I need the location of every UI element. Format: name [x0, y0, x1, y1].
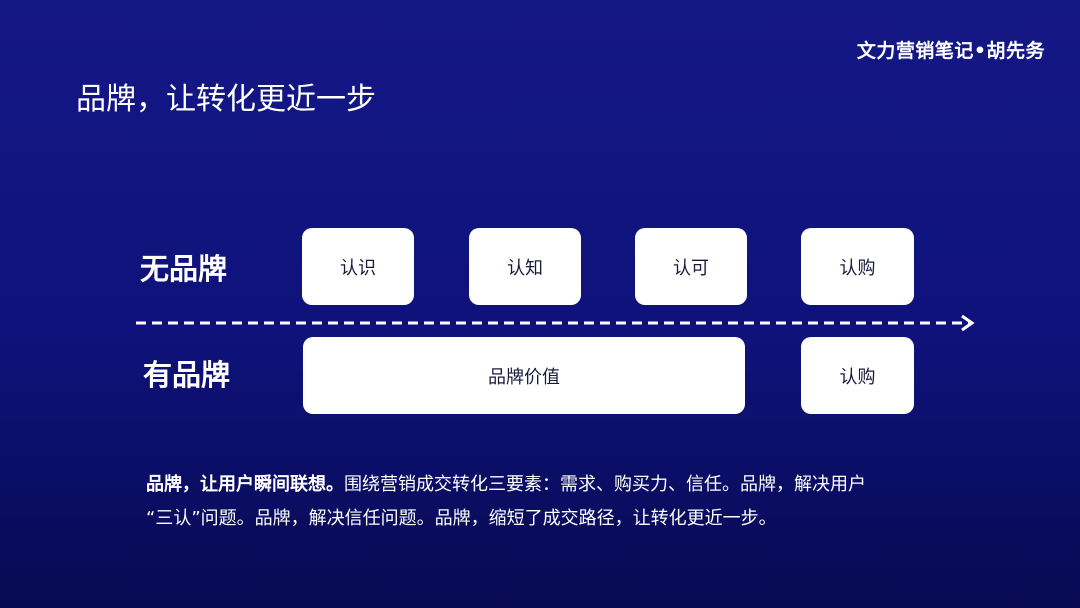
description-paragraph: 品牌，让用户瞬间联想。围绕营销成交转化三要素：需求、购买力、信任。品牌，解决用户… — [146, 468, 976, 536]
step-box-purchase-branded: 认购 — [801, 337, 914, 414]
step-box-cognize: 认知 — [469, 228, 581, 305]
row-label-without-brand: 无品牌 — [140, 252, 228, 286]
description-line2: “三认”问题。品牌，解决信任问题。品牌，缩短了成交路径，让转化更近一步。 — [146, 508, 777, 529]
brand-name: 文力营销笔记•胡先务 — [856, 40, 1045, 62]
row-label-with-brand: 有品牌 — [143, 358, 231, 392]
brand-value-box: 品牌价值 — [303, 337, 745, 414]
step-box-purchase: 认购 — [801, 228, 914, 305]
step-box-approve: 认可 — [635, 228, 747, 305]
description-line1: 围绕营销成交转化三要素：需求、购买力、信任。品牌，解决用户 — [344, 474, 866, 495]
page-title: 品牌，让转化更近一步 — [76, 82, 376, 117]
process-arrow — [136, 314, 975, 332]
description-lead: 品牌，让用户瞬间联想。 — [146, 474, 344, 495]
step-box-recognize: 认识 — [302, 228, 414, 305]
